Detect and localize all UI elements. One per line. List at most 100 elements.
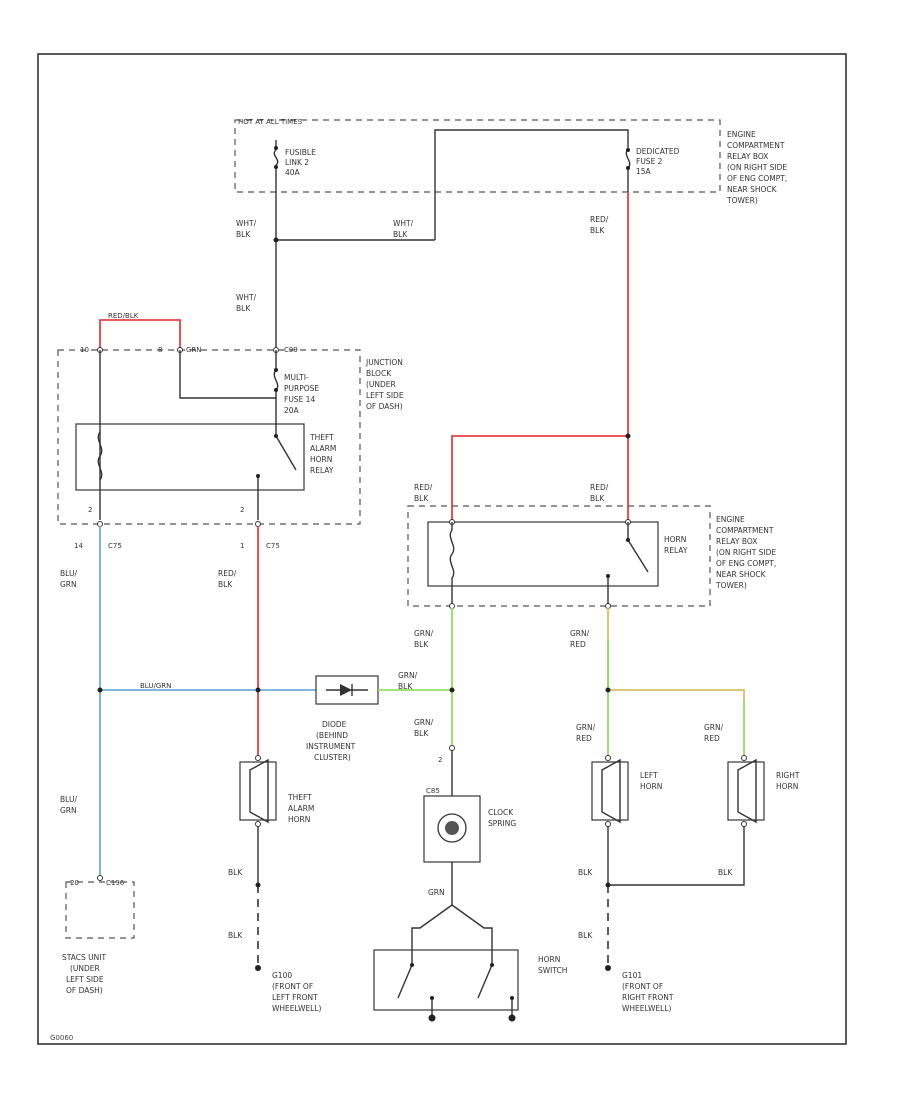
red-blk-wire-branch	[451, 435, 628, 520]
wire-label-ecrb-top-3: RELAY BOX	[727, 152, 768, 161]
wire-label-ecrb-top-1: ENGINE	[727, 130, 756, 139]
wire-label-c-ten: 10	[80, 346, 89, 354]
wire-label-g101-4: WHEELWELL)	[622, 1004, 672, 1013]
wire-label-ecrb-top-7: TOWER)	[726, 196, 758, 205]
diagram-frame	[37, 53, 847, 1045]
wire-label-grn-red-2b: RED	[576, 734, 592, 743]
wire-label-pin-14: 14	[74, 542, 83, 550]
wire-label-pin-2c: 2	[438, 756, 442, 764]
wire-label-red-blk-1b: BLK	[590, 226, 605, 235]
wire-label-g101-3: RIGHT FRONT	[622, 993, 674, 1002]
ecrb-top-label: ENGINE COMPARTMENT RELAY BOX (ON RIGHT S…	[726, 130, 787, 205]
wire-label-red-blk-4b: BLK	[590, 494, 605, 503]
wire-label-ecrb-top-6: NEAR SHOCK	[727, 185, 778, 194]
wire-label-grn-blk-2b: BLK	[398, 682, 413, 691]
wire-label-blk-1: BLK	[228, 868, 243, 877]
left-horn	[591, 758, 629, 824]
wire-label-horn-switch-2: SWITCH	[538, 966, 567, 975]
engine-relay-box-mid	[407, 505, 711, 607]
wire-label-grn-blk-2a: GRN/	[398, 671, 418, 680]
clock-spring	[423, 795, 481, 863]
wire-label-red-blk-top: RED/BLK	[108, 312, 139, 320]
wire-label-diode-1: DIODE	[322, 720, 347, 729]
wire-label-c75a: C75	[108, 542, 122, 550]
fusible-link-label-1: FUSIBLE	[285, 148, 316, 157]
wire-label-g101-1: G101	[622, 971, 642, 980]
wire-label-pin-2a: 2	[88, 506, 92, 514]
wire-label-diode-4: CLUSTER)	[314, 753, 351, 762]
wire-label-wht-blk-1b: BLK	[236, 230, 251, 239]
theft-relay-label: THEFT ALARM HORN RELAY	[309, 433, 336, 475]
wire-label-horn-switch-1: HORN	[538, 955, 560, 964]
wire-label-blk-3: BLK	[578, 868, 593, 877]
wire-label-ecrb-mid-7: TOWER)	[715, 581, 747, 590]
multi-purpose-fuse-14-symbol	[273, 350, 279, 420]
wire-label-grn-blk-3a: GRN/	[414, 718, 434, 727]
wire-label-ecrb-top-4: (ON RIGHT SIDE	[727, 163, 787, 172]
blk-wire-horns	[607, 826, 745, 886]
dedicated-fuse-label-1: DEDICATED	[636, 147, 680, 156]
theft-alarm-horn-relay	[75, 423, 305, 491]
wire-label-junction-4: LEFT SIDE	[366, 391, 404, 400]
wire-label-theft-relay-3: HORN	[310, 455, 332, 464]
wire-label-grn-2: GRN	[428, 888, 445, 897]
wire-label-pin-1: 1	[240, 542, 244, 550]
wire-label-ecrb-mid-5: OF ENG COMPT,	[716, 559, 776, 568]
stacs-label: STACS UNIT (UNDER LEFT SIDE OF DASH)	[62, 953, 106, 995]
wire-label-ecrb-mid-2: COMPARTMENT	[716, 526, 774, 535]
wire-label-c196: C196	[106, 879, 125, 887]
wire-label-horn-relay-1: HORN	[664, 535, 686, 544]
horn-relay-contact	[607, 522, 649, 606]
wire-label-blu-grn-1a: BLU/	[60, 569, 77, 578]
wire-label-grn-red-2a: GRN/	[576, 723, 596, 732]
wire-label-left-horn-2: HORN	[640, 782, 662, 791]
wire-label-theft-relay-2: ALARM	[310, 444, 336, 453]
wire-label-theft-relay-1: THEFT	[309, 433, 334, 442]
wire-label-theft-horn-1: THEFT	[287, 793, 312, 802]
wire-label-right-horn-1: RIGHT	[776, 771, 800, 780]
wire-label-diode-2: (BEHIND	[316, 731, 348, 740]
wire-label-junction-3: (UNDER	[366, 380, 396, 389]
dedicated-fuse-label-2: FUSE 2	[636, 157, 663, 166]
g100-ground-label: G100 (FRONT OF LEFT FRONT WHEELWELL)	[272, 971, 322, 1013]
wire-label-wht-blk-2b: BLK	[393, 230, 408, 239]
wire-label-ecrb-mid-1: ENGINE	[716, 515, 745, 524]
right-horn	[727, 758, 765, 824]
wire-label-right-horn-2: HORN	[776, 782, 798, 791]
wire-label-g101-2: (FRONT OF	[622, 982, 663, 991]
wire-label-grn: GRN	[186, 346, 202, 354]
wire-label-c-8: 8	[158, 346, 162, 354]
wire-label-ecrb-mid-4: (ON RIGHT SIDE	[716, 548, 776, 557]
red-blk-jumper	[99, 319, 181, 350]
horn-relay	[427, 521, 659, 587]
wire-label-blu-grn-2a: BLU/	[60, 795, 77, 804]
wire-label-grn-red-3a: GRN/	[704, 723, 724, 732]
wire-label-pin-2b: 2	[240, 506, 244, 514]
wire-label-blu-grn-1b: GRN	[60, 580, 77, 589]
wire-label-blu-grn-h: BLU/GRN	[140, 682, 171, 690]
wire-label-g100-3: LEFT FRONT	[272, 993, 318, 1002]
wire-label-grn-blk-1a: GRN/	[414, 629, 434, 638]
wire-label-grn-red-3b: RED	[704, 734, 720, 743]
wire-label-c75b: C75	[266, 542, 280, 550]
wire-label-theft-horn-3: HORN	[288, 815, 310, 824]
wire-label-grn-red-1a: GRN/	[570, 629, 590, 638]
diode-label: DIODE (BEHIND INSTRUMENT CLUSTER)	[306, 720, 356, 762]
wire-label-wht-blk-2a: WHT/	[393, 219, 414, 228]
wire-label-junction-5: OF DASH)	[366, 402, 403, 411]
fusible-link-label-2: LINK 2	[285, 158, 309, 167]
wire-label-g100-4: WHEELWELL)	[272, 1004, 322, 1013]
wire-label-blu-grn-2b: GRN	[60, 806, 77, 815]
wire-label-horn-relay-2: RELAY	[664, 546, 688, 555]
wire-label-wht-blk-3b: BLK	[236, 304, 251, 313]
fusible-link-label-3: 40A	[285, 168, 301, 177]
engine-relay-box-top	[234, 119, 721, 193]
junction-block-label: JUNCTION BLOCK (UNDER LEFT SIDE OF DASH)	[365, 358, 404, 411]
wire-label-red-blk-3a: RED/	[414, 483, 433, 492]
wire-label-clock-1: CLOCK	[488, 808, 514, 817]
wire-label-ecrb-mid-6: NEAR SHOCK	[716, 570, 767, 579]
wire-label-left-horn-1: LEFT	[640, 771, 658, 780]
wire-label-mpf-3: FUSE 14	[284, 395, 315, 404]
wire-label-stacs-1: STACS UNIT	[62, 953, 106, 962]
wire-label-junction-2: BLOCK	[366, 369, 392, 378]
